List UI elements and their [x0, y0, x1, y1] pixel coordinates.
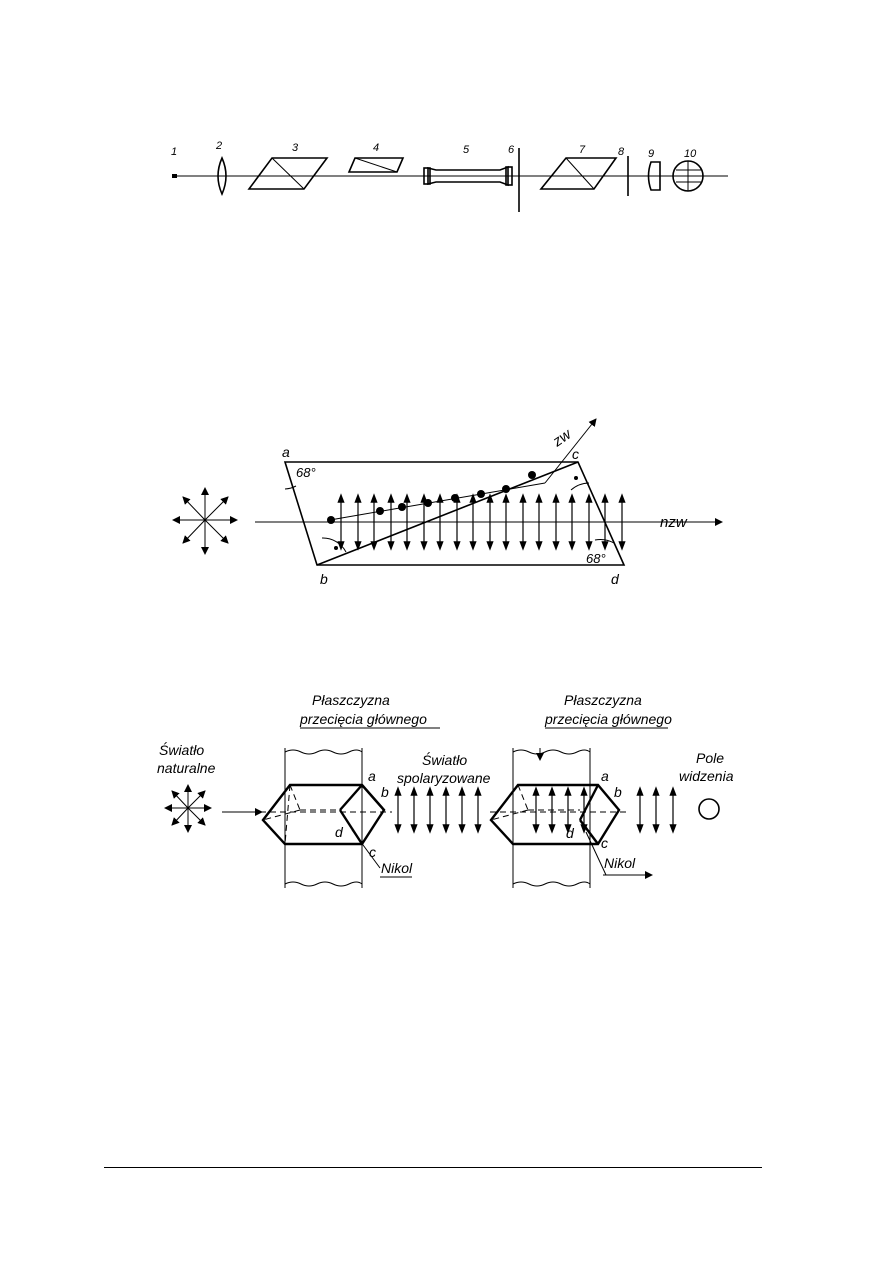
- extraordinary-ray-in: [329, 482, 546, 521]
- polarizer-nicol: [240, 748, 392, 888]
- footer-rule: [104, 1167, 762, 1168]
- label-7: 7: [579, 144, 586, 156]
- label-2: 2: [215, 140, 222, 152]
- corner-a: a: [282, 444, 290, 460]
- field-of-view-disc: [672, 160, 704, 192]
- natural-light-label-1: Światło: [159, 741, 204, 758]
- label-3: 3: [292, 142, 299, 154]
- nikol-label-right: Nikol: [604, 855, 636, 871]
- nikol-label-left: Nikol: [381, 860, 413, 876]
- extraordinary-ray-out: [544, 418, 597, 484]
- label-4: 4: [373, 142, 379, 154]
- right-corner-c: c: [601, 835, 608, 851]
- analyzer-prism: [539, 157, 618, 190]
- field-of-view-circle: [698, 798, 720, 820]
- angle-arc-bottom-left: [321, 537, 347, 553]
- light-source: [172, 174, 177, 178]
- plane-label-right-1: Płaszczyzna: [564, 692, 642, 708]
- eyepiece-lens: [647, 161, 661, 191]
- angle-arc-top-right: [570, 482, 590, 491]
- plane-label-left-2: przecięcia głównego: [299, 711, 427, 727]
- angle-68-bottom: 68°: [586, 551, 606, 566]
- angle-68-top: 68°: [296, 465, 316, 480]
- polarized-light-vibrations: [394, 786, 677, 834]
- label-9: 9: [648, 148, 654, 160]
- label-nzw: nzw: [660, 514, 688, 531]
- corner-c: c: [572, 446, 579, 462]
- label-1: 1: [171, 146, 177, 158]
- half-shade-prism: [347, 157, 405, 173]
- plane-label-right-2: przecięcia głównego: [544, 711, 672, 727]
- right-angle-dot-left: [334, 546, 338, 550]
- figure-polarizer-analyzer: Płaszczyzna przecięcia głównego Płaszczy…: [157, 692, 734, 888]
- label-10: 10: [684, 148, 697, 160]
- plane-label-left-1: Płaszczyzna: [312, 692, 390, 708]
- polarized-light-label-1: Światło: [422, 751, 467, 768]
- left-corner-d: d: [335, 824, 344, 840]
- left-corner-c: c: [369, 844, 376, 860]
- figure-polarimeter-layout: 1 2 3 4 5 6 7 8 9 10: [171, 140, 728, 212]
- label-6: 6: [508, 144, 515, 156]
- prism-outline: [283, 461, 626, 566]
- natural-light-label-2: naturalne: [157, 760, 216, 776]
- condenser-lens: [217, 156, 227, 196]
- natural-light-star-3: [164, 784, 212, 833]
- figure-nicol-prism-section: a b c d 68° 68° zw nzw: [172, 418, 723, 587]
- field-of-view-label-1: Pole: [696, 750, 724, 766]
- right-corner-d: d: [566, 825, 575, 841]
- analyzer-nicol: [489, 748, 653, 888]
- corner-d: d: [611, 571, 620, 587]
- right-corner-b: b: [614, 784, 622, 800]
- angle-arc-top: [284, 485, 297, 490]
- ordinary-ray-vibrations: [337, 493, 626, 551]
- polarizer-prism: [247, 157, 329, 190]
- field-of-view-label-2: widzenia: [679, 768, 734, 784]
- corner-b: b: [320, 571, 328, 587]
- label-5: 5: [463, 144, 470, 156]
- right-angle-dot-right: [574, 476, 578, 480]
- natural-light-star: [172, 487, 238, 555]
- sample-tube: [423, 165, 513, 187]
- label-8: 8: [618, 146, 625, 158]
- left-corner-a: a: [368, 768, 376, 784]
- polarized-light-label-2: spolaryzowane: [397, 770, 491, 786]
- right-corner-a: a: [601, 768, 609, 784]
- left-corner-b: b: [381, 784, 389, 800]
